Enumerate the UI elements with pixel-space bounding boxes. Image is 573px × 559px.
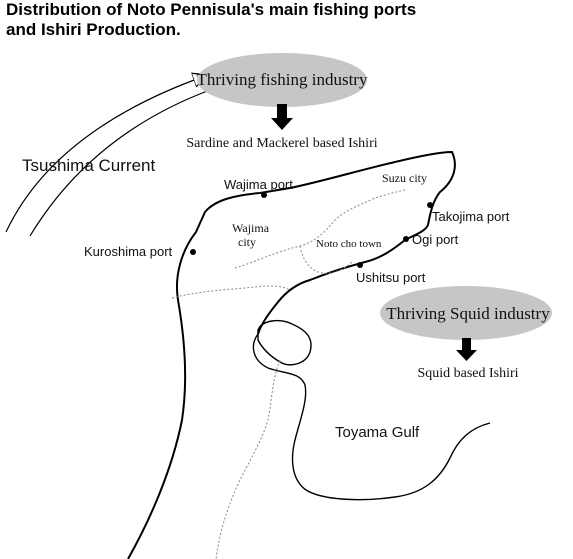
noto-cho-town-label: Noto cho town (316, 238, 382, 250)
tsushima-current-label: Tsushima Current (22, 156, 155, 175)
port-markers (190, 192, 433, 268)
kuroshima-port-label: Kuroshima port (84, 244, 173, 259)
takojima-port-label: Takojima port (432, 209, 510, 224)
wajima-port-label: Wajima port (224, 177, 293, 192)
inland-lake (257, 319, 312, 366)
squid-industry-label: Thriving Squid industry (386, 304, 550, 323)
toyama-gulf-label: Toyama Gulf (335, 424, 420, 441)
wajima-city-label-line1: Wajima (232, 221, 270, 235)
fishing-industry-ellipse (197, 53, 367, 107)
ushitsu-port-marker (357, 262, 363, 268)
kuroshima-port-marker (190, 249, 196, 255)
current-arrow-inner (29, 89, 211, 237)
map-title: Distribution of Noto Pennisula's main fi… (6, 0, 566, 40)
fishing-industry-label: Thriving fishing industry (197, 70, 368, 89)
squid-product-label: Squid based Ishiri (417, 366, 518, 381)
fishing-product-label: Sardine and Mackerel based Ishiri (186, 136, 377, 151)
map-title-line2: and Ishiri Production. (6, 20, 181, 39)
toyama-gulf-coastline (252, 333, 491, 501)
fishing-down-arrow (271, 104, 293, 130)
map-title-line1: Distribution of Noto Pennisula's main fi… (6, 0, 417, 19)
squid-industry-ellipse (380, 286, 552, 340)
takojima-port-marker (427, 202, 433, 208)
tsushima-current-arrows (5, 76, 211, 237)
ogi-port-marker (403, 236, 409, 242)
municipal-boundaries (171, 189, 406, 559)
wajima-port-marker (261, 192, 267, 198)
ushitsu-port-label: Ushitsu port (356, 270, 426, 285)
wajima-city-label-line2: city (238, 235, 256, 249)
western-inland-boundary (215, 359, 281, 559)
noto-peninsula-coastline (127, 150, 456, 559)
southern-boundary (171, 285, 291, 299)
squid-down-arrow (456, 338, 477, 361)
ogi-port-label: Ogi port (412, 232, 459, 247)
current-arrow-outer (5, 76, 205, 233)
noto-suzu-boundary (299, 245, 353, 274)
wajima-noto-boundary (234, 189, 406, 269)
suzu-city-label: Suzu city (382, 171, 427, 185)
